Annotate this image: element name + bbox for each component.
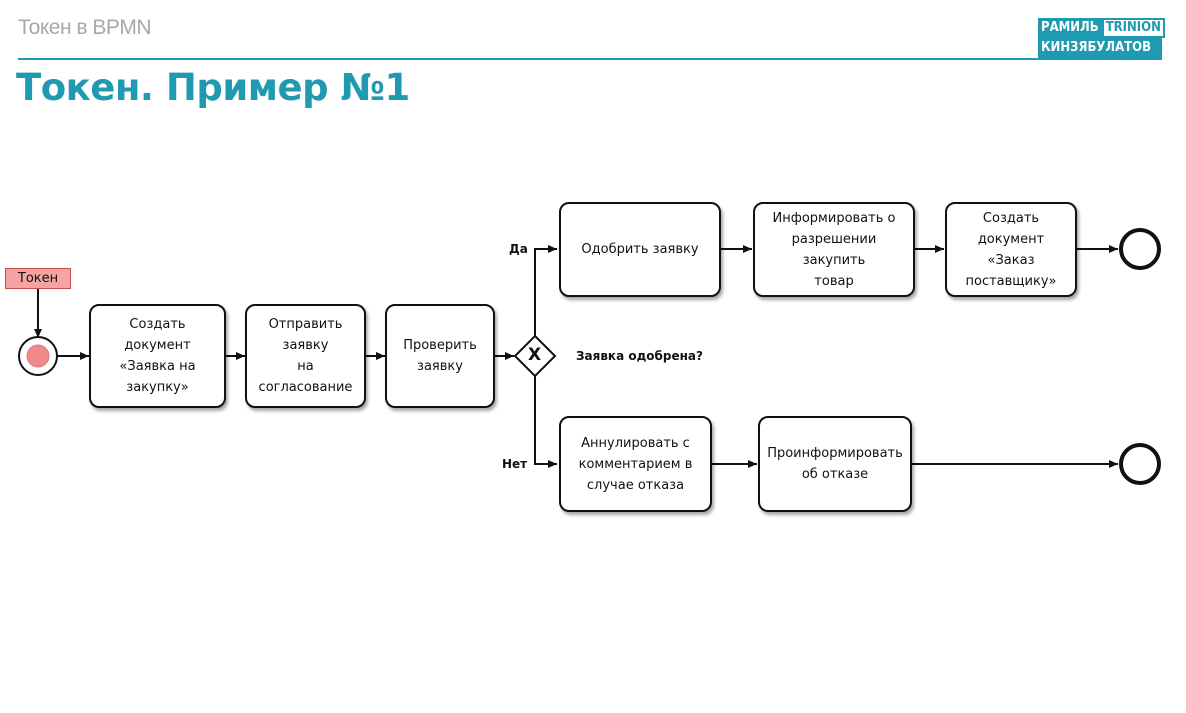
task-cancel-with-comment-label: Аннулировать с комментарием в случае отк… <box>578 435 693 493</box>
logo-name: РАМИЛЬ <box>1038 18 1102 38</box>
task-inform-permission[interactable]: Информировать о разрешении закупить това… <box>753 202 915 297</box>
end-event-yes <box>1119 228 1161 270</box>
slide-subtitle: Токен в BPMN <box>18 16 152 39</box>
logo-surname: КИНЗЯБУЛАТОВ <box>1038 38 1162 58</box>
task-approve-request-label: Одобрить заявку <box>581 242 699 257</box>
task-send-for-approval-label: Отправить заявку на согласование <box>258 317 353 395</box>
gateway-marker: X <box>528 345 542 365</box>
branch-label-no: Нет <box>502 457 528 471</box>
task-inform-permission-label: Информировать о разрешении закупить това… <box>772 210 896 289</box>
task-check-request[interactable]: Проверить заявку <box>385 304 495 408</box>
task-create-supplier-order[interactable]: Создать документ «Заказ поставщику» <box>945 202 1077 297</box>
slide-title: Токен. Пример №1 <box>16 66 410 109</box>
task-create-supplier-order-label: Создать документ «Заказ поставщику» <box>965 210 1057 289</box>
header-divider <box>18 58 1162 60</box>
start-event <box>18 336 58 376</box>
end-event-no <box>1119 443 1161 485</box>
token-label: Токен <box>5 268 71 289</box>
task-create-request-label: Создать документ «Заявка на закупку» <box>119 317 196 395</box>
token-dot <box>26 344 50 368</box>
task-inform-refusal-label: Проинформировать об отказе <box>767 446 903 482</box>
task-send-for-approval[interactable]: Отправить заявку на согласование <box>245 304 366 408</box>
branch-label-yes: Да <box>509 242 528 256</box>
brand-logo: РАМИЛЬ TRINION КИНЗЯБУЛАТОВ <box>1038 18 1165 58</box>
flow-gateway-no <box>534 376 557 468</box>
task-approve-request[interactable]: Одобрить заявку <box>559 202 721 297</box>
task-cancel-with-comment[interactable]: Аннулировать с комментарием в случае отк… <box>559 416 712 512</box>
gateway-question: Заявка одобрена? <box>576 349 703 363</box>
task-inform-refusal[interactable]: Проинформировать об отказе <box>758 416 912 512</box>
task-create-request[interactable]: Создать документ «Заявка на закупку» <box>89 304 226 408</box>
flow-gateway-yes <box>534 245 557 336</box>
task-check-request-label: Проверить заявку <box>403 338 477 374</box>
logo-company: TRINION <box>1101 18 1165 38</box>
